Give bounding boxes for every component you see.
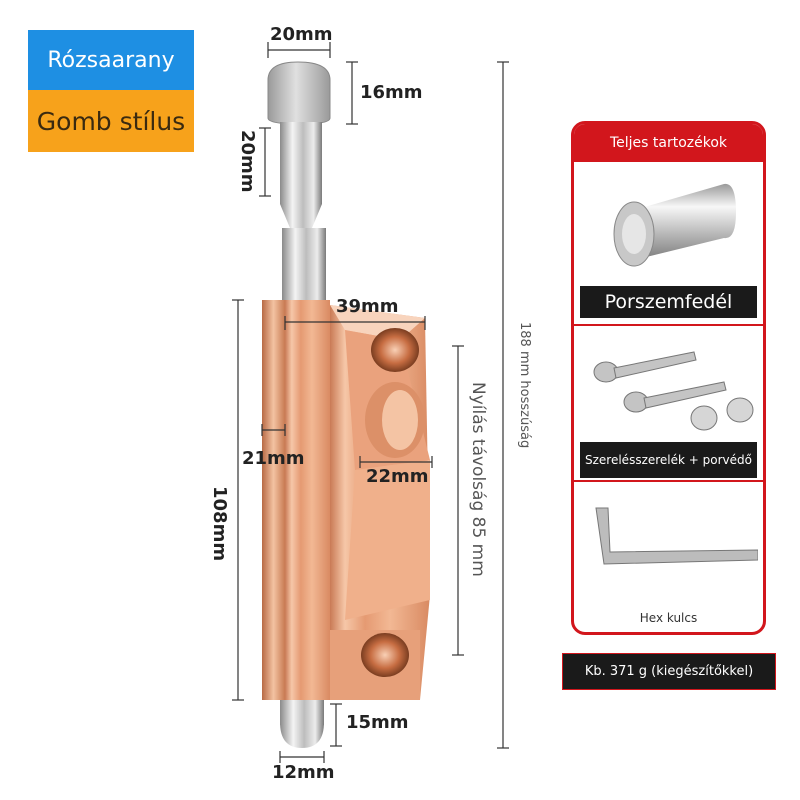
dimension-lines — [232, 42, 509, 763]
screws-label: Szerelésszerelék + porvédő — [580, 442, 757, 478]
dust-cover-label: Porszemfedél — [580, 286, 757, 318]
dim-knob-width: 20mm — [270, 24, 333, 45]
dust-cover-image — [613, 183, 736, 267]
dim-total-length: 188 mm hosszúság — [517, 322, 532, 449]
bottom-pin — [280, 700, 324, 748]
knob — [267, 61, 331, 125]
thumb-knob — [365, 382, 425, 458]
dim-body-width: 39mm — [336, 296, 399, 317]
dim-body-length: 108mm — [209, 486, 230, 562]
divider — [574, 324, 763, 326]
dim-hole-distance: Nyílás távolság 85 mm — [468, 382, 488, 577]
dim-stem-length: 20mm — [237, 130, 258, 193]
hex-key-image — [595, 507, 758, 565]
dim-knob-base: 22mm — [366, 466, 429, 487]
stem — [280, 122, 326, 300]
dim-pin-length: 15mm — [346, 712, 409, 733]
dim-side-width: 21mm — [242, 448, 305, 469]
accessories-header: Teljes tartozékok — [574, 124, 763, 162]
dim-pin-width: 12mm — [272, 762, 335, 783]
hex-key-label: Hex kulcs — [639, 611, 698, 625]
accessories-panel: Teljes tartozékok Porszemfedél Szereléss… — [571, 121, 766, 635]
top-hole — [371, 328, 419, 372]
style-tag: Gomb stílus — [28, 90, 194, 152]
bottom-hole — [361, 633, 409, 677]
screws-image — [593, 351, 754, 431]
divider — [574, 480, 763, 482]
color-tag: Rózsaarany — [28, 30, 194, 90]
weight-label: Kb. 371 g (kiegészítőkkel) — [562, 653, 776, 690]
dim-knob-height: 16mm — [360, 82, 423, 103]
